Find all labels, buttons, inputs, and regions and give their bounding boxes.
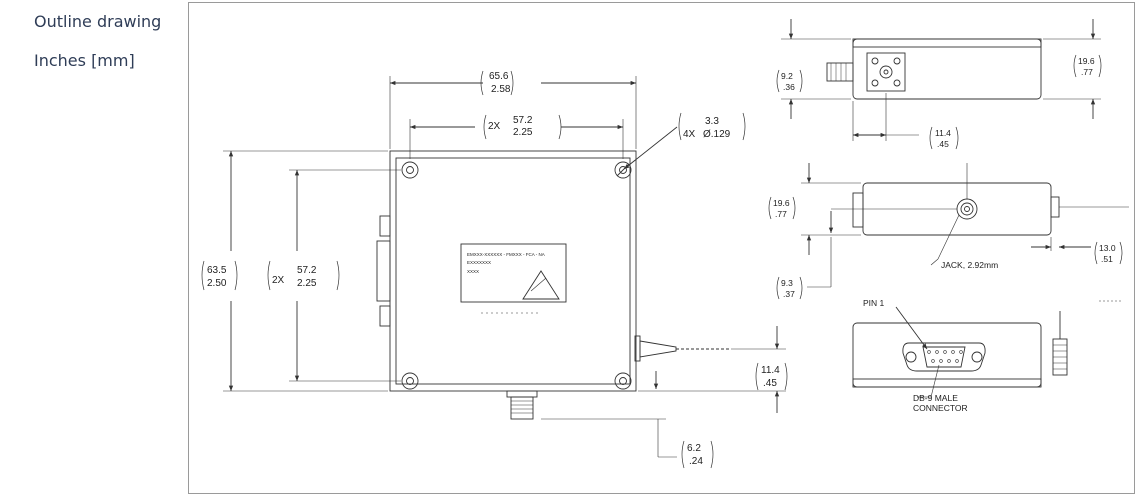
dim-hole-spacing-x-in: 2.25	[513, 127, 533, 138]
dim-fiber-boot-in: .51	[1101, 254, 1113, 264]
dim-overall-width: 65.6 2.58	[489, 71, 511, 95]
mounting-hole	[401, 372, 419, 390]
dim-overall-height-in: 2.50	[207, 278, 227, 289]
dim-overall-height-mm: 63.5	[207, 265, 227, 276]
bottom-view	[852, 300, 1123, 398]
dimension-brackets	[201, 54, 1123, 469]
dim-jack-height: 9.3 .37	[781, 278, 795, 299]
product-label	[460, 243, 567, 303]
dim-connector-length: 6.2 .24	[687, 443, 703, 467]
hole-callout-diameter: Ø.129	[703, 129, 731, 140]
rf-jack	[956, 198, 978, 220]
dim-fiber-offset-in: .45	[763, 378, 777, 389]
rf-connector-base	[506, 390, 538, 398]
fiber-strain-relief	[639, 340, 677, 358]
db9-pins	[927, 350, 963, 363]
dim-side-height: 19.6 .77	[773, 198, 790, 219]
label-line-1: EMXXX-XXXXXX - FMXXX - FCA - NA	[467, 252, 545, 257]
dim-end-connector-height-in: .36	[783, 82, 795, 92]
pin1-label: PIN 1	[863, 298, 885, 308]
housing-outline	[389, 150, 637, 392]
dim-fiber-boot: 13.0 .51	[1099, 243, 1116, 264]
dim-connector-length-in: .24	[689, 456, 703, 467]
side-view	[801, 163, 1129, 288]
dim-hole-spacing-y-qty: 2X	[272, 275, 285, 286]
dim-overall-height: 63.5 2.50	[207, 265, 227, 289]
end-view	[781, 19, 1101, 141]
units-label: Inches [mm]	[34, 51, 135, 70]
dim-hole-spacing-x-mm: 57.2	[513, 115, 533, 126]
mounting-hole	[401, 161, 419, 179]
db9-flange	[379, 305, 391, 327]
dim-hole-spacing-x-qty: 2X	[488, 121, 501, 132]
dim-overall-width-mm: 65.6	[489, 71, 509, 82]
drawing-frame: 65.6 2.58 2X 57.2 2.25 3.3 4X Ø.129 63.5…	[188, 2, 1135, 494]
db9-connector	[902, 342, 986, 372]
dim-fiber-offset: 11.4 .45	[761, 365, 780, 389]
dim-end-height: 19.6 .77	[1078, 56, 1095, 77]
bottom-view-housing	[852, 322, 1042, 388]
end-view-connector	[866, 52, 906, 92]
esd-warning-symbol	[522, 270, 560, 300]
dim-connector-length-mm: 6.2	[687, 443, 701, 454]
dim-side-height-in: .77	[775, 209, 787, 219]
dim-hole-spacing-y: 2X 57.2 2.25	[272, 265, 317, 289]
product-label-text: EMXXX-XXXXXX - FMXXX - FCA - NA EXXXXXXX…	[467, 252, 545, 274]
mounting-hole	[614, 161, 632, 179]
dim-end-height-in: .77	[1081, 67, 1093, 77]
jack-label: JACK, 2.92mm	[941, 260, 998, 270]
hole-callout-mm: 3.3	[705, 116, 719, 127]
dim-end-connector-height: 9.2 .36	[781, 71, 795, 92]
end-view-rf-connector	[826, 62, 854, 82]
db9-label-line-1: DB-9 MALE	[913, 393, 958, 403]
dim-jack-height-mm: 9.3	[781, 278, 793, 288]
rf-connector-thread	[511, 400, 533, 414]
dim-end-connector-offset-mm: 11.4	[935, 128, 951, 138]
dim-side-height-mm: 19.6	[773, 198, 790, 208]
top-view	[223, 76, 786, 458]
dim-end-height-mm: 19.6	[1078, 56, 1095, 66]
dim-hole-spacing-y-mm: 57.2	[297, 265, 317, 276]
outline-drawing: 65.6 2.58 2X 57.2 2.25 3.3 4X Ø.129 63.5…	[201, 19, 1129, 469]
db9-flange	[379, 215, 391, 237]
dim-fiber-offset-mm: 11.4	[761, 365, 780, 376]
label-line-3: XXXX	[467, 269, 479, 274]
hole-callout-qty: 4X	[683, 129, 696, 140]
dim-fiber-boot-mm: 13.0	[1099, 243, 1116, 253]
dim-end-connector-offset: 11.4 .45	[935, 128, 951, 149]
db9-shell	[376, 240, 391, 302]
mounting-hole	[614, 372, 632, 390]
dim-hole-spacing-y-in: 2.25	[297, 278, 317, 289]
rf-connector-body	[510, 396, 534, 420]
dim-jack-height-in: .37	[783, 289, 795, 299]
dim-hole-spacing-x: 2X 57.2 2.25	[488, 115, 533, 138]
dim-end-connector-height-mm: 9.2	[781, 71, 793, 81]
dim-overall-width-in: 2.58	[491, 84, 511, 95]
db9-label-line-2: CONNECTOR	[913, 403, 968, 413]
outline-drawing-title: Outline drawing	[34, 12, 162, 31]
housing-inner-outline	[395, 157, 631, 385]
hole-callout: 3.3 4X Ø.129	[683, 116, 731, 140]
dim-end-connector-offset-in: .45	[937, 139, 949, 149]
label-line-2: EXXXXXXX	[467, 260, 491, 265]
